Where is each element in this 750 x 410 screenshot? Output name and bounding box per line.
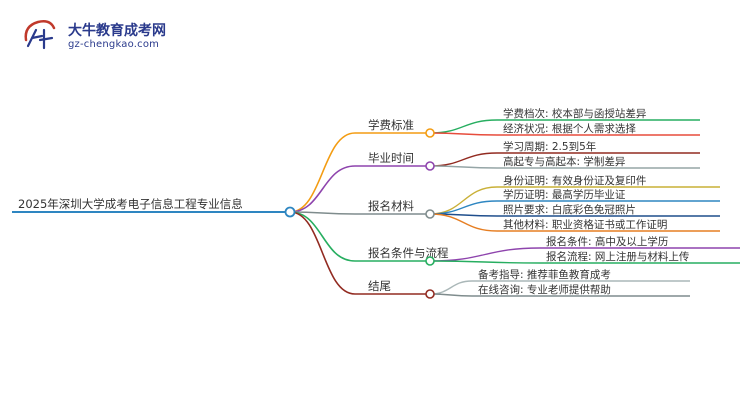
branch-leaf-connector <box>429 119 498 134</box>
branch-leaf-connector <box>429 152 498 167</box>
leaf-label[interactable]: 高起专与高起本: 学制差异 <box>503 155 625 168</box>
branch-leaf-connector <box>429 280 473 295</box>
root-label[interactable]: 2025年深圳大学成考电子信息工程专业信息 <box>18 197 243 211</box>
branch-node-dot <box>425 289 435 299</box>
leaf-label[interactable]: 照片要求: 白底彩色免冠照片 <box>503 203 636 216</box>
branch-label[interactable]: 学费标准 <box>368 118 414 132</box>
branch-leaf-connector <box>429 200 498 215</box>
branch-leaf-connector <box>429 260 541 264</box>
branch-label[interactable]: 结尾 <box>368 279 391 293</box>
leaf-label[interactable]: 学历证明: 最高学历毕业证 <box>503 188 626 201</box>
root-branch-connector <box>289 211 356 295</box>
leaf-label[interactable]: 学习周期: 2.5到5年 <box>503 140 596 153</box>
root-branch-connector <box>289 132 356 213</box>
site-name: 大牛教育成考网 <box>68 23 166 39</box>
branch-label[interactable]: 毕业时间 <box>368 151 414 165</box>
logo-mark-icon <box>24 20 56 50</box>
site-url: gz-chengkao.com <box>68 39 160 50</box>
branch-leaf-connector <box>429 132 498 136</box>
branch-leaf-connector <box>429 293 473 297</box>
leaf-label[interactable]: 在线咨询: 专业老师提供帮助 <box>478 283 611 296</box>
leaf-label[interactable]: 报名条件: 高中及以上学历 <box>546 235 668 248</box>
site-logo[interactable]: 大牛教育成考网 gz-chengkao.com <box>16 14 176 58</box>
branch-label[interactable]: 报名条件与流程 <box>368 246 449 260</box>
branch-node-dot <box>425 209 435 219</box>
root-branch-connector <box>289 211 356 215</box>
leaf-label[interactable]: 报名流程: 网上注册与材料上传 <box>546 250 689 263</box>
branch-node-dot <box>425 256 435 266</box>
leaf-label[interactable]: 经济状况: 根据个人需求选择 <box>503 122 636 135</box>
branch-node-dot <box>425 161 435 171</box>
branch-node-dot <box>425 128 435 138</box>
leaf-label[interactable]: 身份证明: 有效身份证及复印件 <box>503 174 646 187</box>
branch-label[interactable]: 报名材料 <box>368 199 414 213</box>
root-branch-connector <box>289 165 356 213</box>
root-node-dot <box>284 206 296 218</box>
leaf-label[interactable]: 备考指导: 推荐菲鱼教育成考 <box>478 268 611 281</box>
branch-leaf-connector <box>429 213 498 232</box>
branch-leaf-connector <box>429 186 498 215</box>
leaf-label[interactable]: 学费档次: 校本部与函授站差异 <box>503 107 646 120</box>
branch-leaf-connector <box>429 165 498 169</box>
leaf-label[interactable]: 其他材料: 职业资格证书或工作证明 <box>503 218 667 231</box>
